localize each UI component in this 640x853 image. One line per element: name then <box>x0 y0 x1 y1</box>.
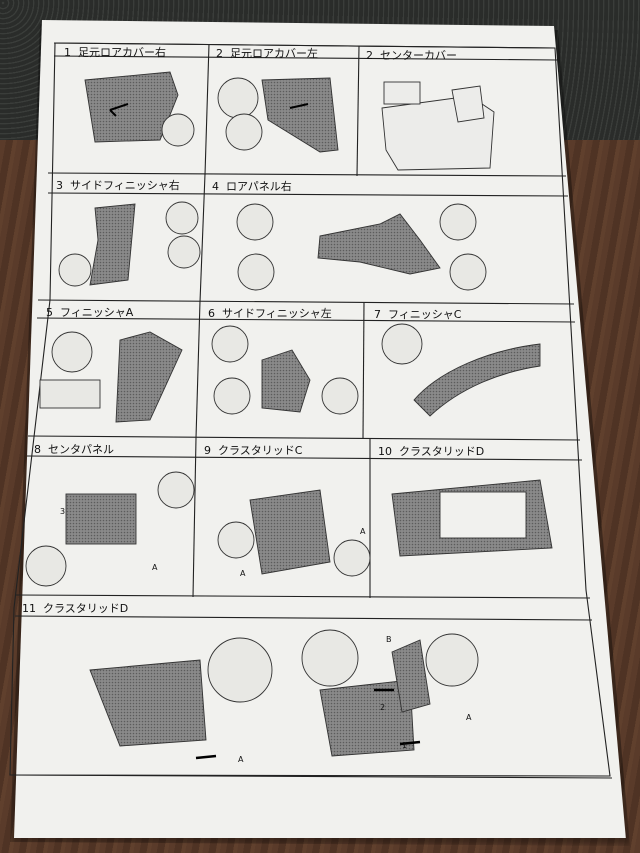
section-3-label: 3 サイドフィニッシャ右 <box>56 179 180 192</box>
callout-a-4: A <box>238 755 244 764</box>
callout-b: B <box>386 635 392 644</box>
callout-step-1: 1 <box>402 741 407 750</box>
callout-a-5: A <box>466 713 472 722</box>
callout-a-3: A <box>360 527 366 536</box>
section-7-label: 7 フィニッシャC <box>374 308 462 321</box>
section-1-label: 1 足元ロアカバー右 <box>64 46 166 59</box>
callout-step-2: 2 <box>380 703 385 712</box>
section-9-label: 9 クラスタリッドC <box>204 444 303 457</box>
section-10-label: 10 クラスタリッドD <box>378 445 485 458</box>
section-2b-label: 2 センターカバー <box>366 49 457 62</box>
section-4-label: 4 ロアパネル右 <box>212 180 292 193</box>
section-8-label: 8 センタパネル <box>34 443 114 456</box>
section-5-label: 5 フィニッシャA <box>46 306 134 319</box>
section-6-label: 6 サイドフィニッシャ左 <box>208 307 332 320</box>
callout-a-1: A <box>152 563 158 572</box>
callout-a-2: A <box>240 569 246 578</box>
section-11-label: 11 クラスタリッドD <box>22 602 129 615</box>
section-2-label: 2 足元ロアカバー左 <box>216 47 318 60</box>
callout-step-3: 3 <box>60 507 65 516</box>
